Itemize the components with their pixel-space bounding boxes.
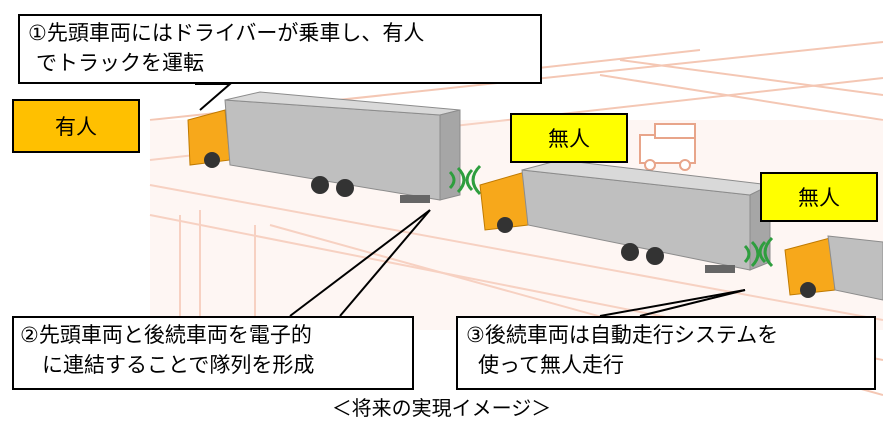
lead-truck <box>187 91 461 203</box>
callout-lead-driver: ①先頭車両にはドライバーが乗車し、有人 でトラックを運転 <box>18 14 542 84</box>
second-truck <box>479 159 772 273</box>
callout-lead-line-2: でトラックを運転 <box>36 51 204 75</box>
signal-waves-1 <box>448 164 482 196</box>
callout-lead-line-1: ①先頭車両にはドライバーが乗車し、有人 <box>28 21 425 45</box>
badge-manned: 有人 <box>12 99 140 153</box>
badge-unmanned-2: 無人 <box>760 172 878 222</box>
callout-link-line-1: ②先頭車両と後続車両を電子的 <box>20 323 312 347</box>
signal-waves-2 <box>743 236 774 268</box>
background-truck <box>639 123 696 171</box>
badge-unmanned-1: 無人 <box>510 113 628 163</box>
callout-leader-lines <box>195 83 746 317</box>
callout-follow-line-1: ③後続車両は自動走行システムを <box>466 323 779 347</box>
callout-link-line-2: に連結することで隊列を形成 <box>42 353 315 377</box>
figure-caption: ＜将来の実現イメージ＞ <box>331 396 552 420</box>
callout-electronic-link: ②先頭車両と後続車両を電子的 に連結することで隊列を形成 <box>12 316 414 390</box>
third-truck <box>784 235 883 301</box>
callout-follow-autonomous: ③後続車両は自動走行システムを 使って無人走行 <box>456 316 876 390</box>
callout-follow-line-2: 使って無人走行 <box>478 353 624 377</box>
